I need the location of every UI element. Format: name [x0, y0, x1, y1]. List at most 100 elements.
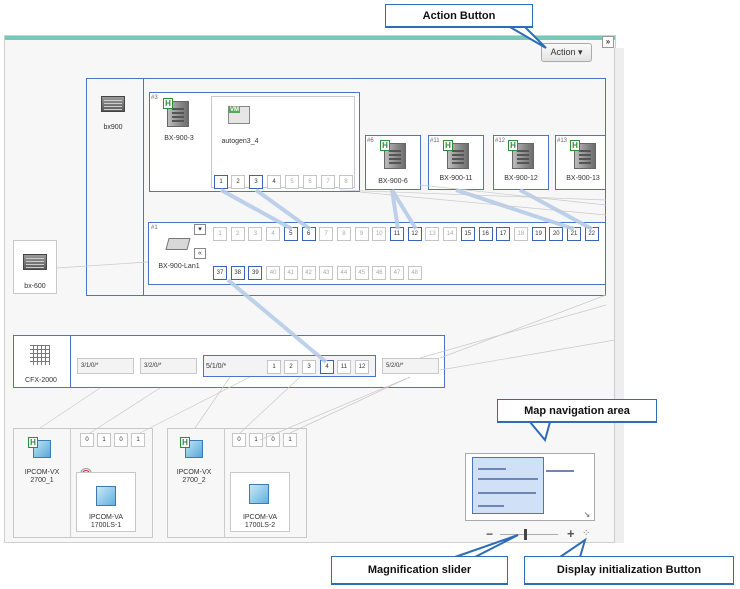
host-badge-icon: H [570, 140, 580, 151]
vm-port[interactable]: 2 [231, 175, 245, 189]
lan-port[interactable]: 48 [407, 266, 422, 280]
ipcom-port[interactable]: 0 [232, 433, 246, 447]
lan-port[interactable]: 12 [407, 227, 422, 241]
server-label: BX-900-11 [439, 175, 473, 182]
lan-port[interactable]: 4 [266, 227, 281, 241]
lan-port[interactable]: 9 [354, 227, 369, 241]
resize-corner-icon[interactable]: ↘ [583, 510, 591, 519]
callout-display-init-text: Display initialization Button [556, 564, 702, 576]
map-viewport-indicator[interactable] [472, 457, 544, 514]
vm-port[interactable]: 7 [321, 175, 335, 189]
lan-port[interactable]: 8 [336, 227, 351, 241]
vm-port[interactable]: 6 [303, 175, 317, 189]
ipcom-port[interactable]: 1 [249, 433, 263, 447]
ipcom-port[interactable]: 1 [283, 433, 297, 447]
vm-label: autogen3_4 [221, 138, 259, 145]
slot-number: #1 [151, 225, 158, 231]
lan-port[interactable]: 11 [390, 227, 404, 241]
lan-port[interactable]: 43 [319, 266, 334, 280]
chassis-icon [101, 96, 125, 112]
lan-port[interactable]: 40 [266, 266, 281, 280]
server-label: BX-900-3 [164, 135, 194, 142]
lan-port[interactable]: 18 [513, 227, 528, 241]
lan-port[interactable]: 45 [354, 266, 369, 280]
lan-port[interactable]: 41 [283, 266, 298, 280]
lan-port[interactable]: 20 [549, 227, 564, 241]
collapse-ports-button[interactable]: « [194, 248, 206, 259]
lan-port[interactable]: 13 [425, 227, 440, 241]
chassis-icon [23, 254, 47, 270]
lan-port[interactable]: 1 [213, 227, 227, 241]
slider-thumb[interactable] [523, 529, 527, 540]
slot-number: #12 [495, 138, 506, 144]
fabric-sub-port[interactable]: 12 [355, 360, 369, 374]
lan-port[interactable]: 17 [496, 227, 511, 241]
zoom-in-icon[interactable]: + [567, 526, 575, 541]
fabric-port-label: 5/1/0/* [206, 363, 227, 370]
ipcom-va-icon [249, 484, 269, 504]
lan-port[interactable]: 15 [460, 227, 475, 241]
cfx-label: CFX-2000 [25, 377, 57, 384]
ipcom-port[interactable]: 0 [114, 433, 128, 447]
vm-port[interactable]: 3 [249, 175, 263, 189]
vm-port[interactable]: 5 [285, 175, 299, 189]
magnification-slider[interactable] [500, 534, 558, 535]
lan-port[interactable]: 5 [283, 227, 298, 241]
chassis-divider [143, 78, 144, 296]
bx600-label: bx-600 [24, 283, 46, 290]
fabric-port-group[interactable]: 3/2/0/* [140, 358, 197, 374]
vm-port[interactable]: 8 [339, 175, 353, 189]
lan-port[interactable]: 16 [478, 227, 493, 241]
ipcom-port[interactable]: 0 [80, 433, 94, 447]
lan-port[interactable]: 6 [301, 227, 316, 241]
vm-port[interactable]: 1 [214, 175, 228, 189]
cfx-divider [70, 336, 71, 387]
action-button[interactable]: Action ▾ [541, 43, 592, 62]
lan-port[interactable]: 42 [301, 266, 316, 280]
lan-port[interactable]: 7 [319, 227, 334, 241]
fabric-sub-port[interactable]: 3 [302, 360, 316, 374]
ipcom-port[interactable]: 1 [97, 433, 111, 447]
host-badge-icon: H [443, 140, 453, 151]
lan-port[interactable]: 3 [248, 227, 263, 241]
lan-port[interactable]: 46 [372, 266, 387, 280]
lan-port[interactable]: 44 [336, 266, 351, 280]
fabric-sub-port[interactable]: 2 [284, 360, 298, 374]
fabric-sub-port[interactable]: 11 [337, 360, 351, 374]
fabric-sub-port[interactable]: 1 [267, 360, 281, 374]
lan-port[interactable]: 21 [567, 227, 581, 241]
group-divider [224, 428, 225, 538]
vm-port[interactable]: 4 [267, 175, 281, 189]
display-initialization-button[interactable]: ⁘ [582, 528, 591, 539]
ipcom-vx-label: IPCOM-VX 2700_2 [176, 469, 212, 484]
fabric-port-group[interactable]: 3/1/0/* [77, 358, 134, 374]
host-badge-icon: H [28, 437, 38, 448]
lan-port[interactable]: 14 [443, 227, 458, 241]
ipcom-va-icon [96, 486, 116, 506]
expand-dropdown-button[interactable]: ▾ [194, 224, 206, 235]
bx900-label: bx900 [103, 124, 123, 131]
lan-port[interactable]: 22 [584, 227, 599, 241]
ipcom-port[interactable]: 0 [266, 433, 280, 447]
lan-port[interactable]: 47 [390, 266, 404, 280]
lan-port[interactable]: 2 [230, 227, 245, 241]
mini-map-item [478, 478, 538, 480]
lan-port[interactable]: 10 [372, 227, 387, 241]
vertical-scrollbar[interactable] [614, 48, 624, 543]
lan-port[interactable]: 38 [230, 266, 245, 280]
callout-magnification-text: Magnification slider [367, 564, 472, 576]
fabric-sub-port[interactable]: 4 [320, 360, 334, 374]
host-badge-icon: H [163, 98, 173, 109]
zoom-out-icon[interactable]: − [486, 527, 494, 541]
lan-port[interactable]: 19 [531, 227, 546, 241]
panel-accent-bar [5, 36, 615, 40]
ipcom-va-card-1[interactable] [76, 472, 136, 532]
mini-map-item [478, 505, 504, 507]
collapse-panel-button[interactable]: » [602, 36, 614, 48]
lan-port[interactable]: 37 [213, 266, 227, 280]
lan-port[interactable]: 39 [248, 266, 263, 280]
fabric-port-group[interactable]: 5/2/0/* [382, 358, 439, 374]
ipcom-va-label: IPCOM-VA 1700LS-2 [242, 514, 278, 529]
slot-number: #11 [430, 138, 440, 144]
ipcom-port[interactable]: 1 [131, 433, 145, 447]
